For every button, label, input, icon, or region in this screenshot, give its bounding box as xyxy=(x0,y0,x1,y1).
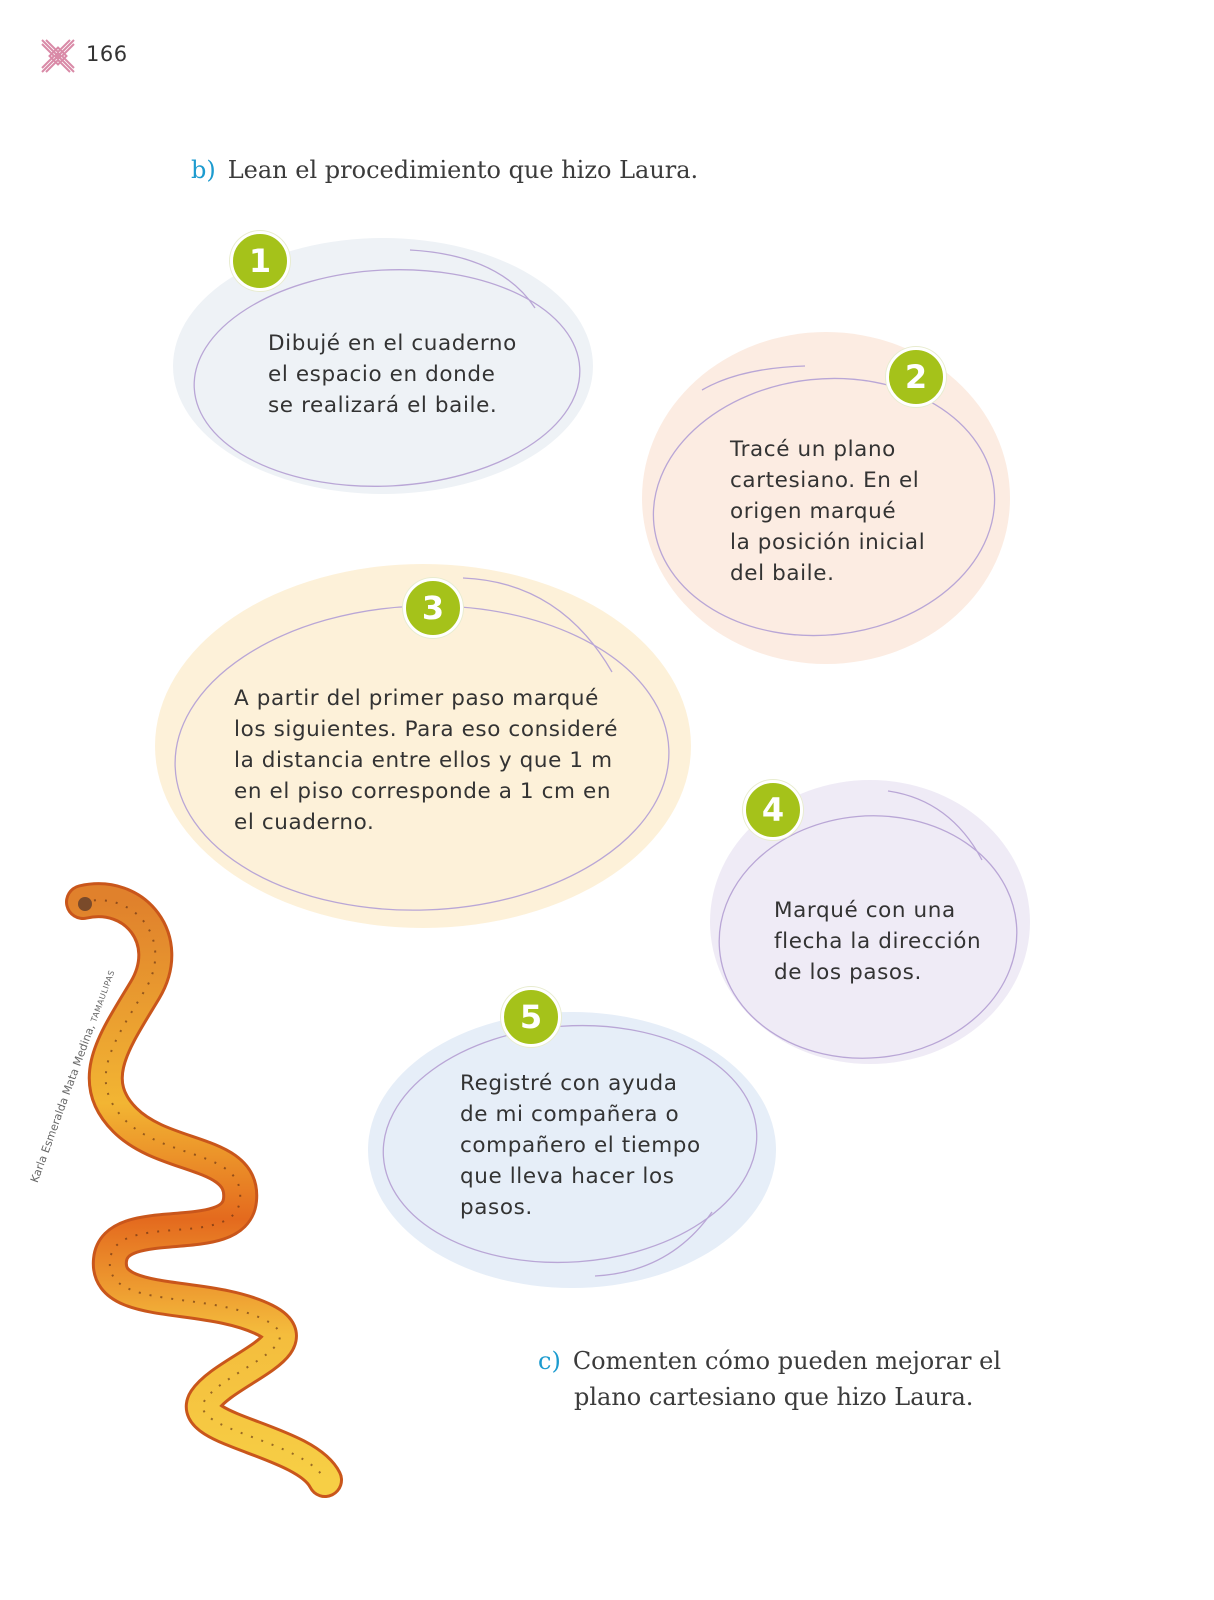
bubble-4-shape xyxy=(710,780,1030,1064)
pattern-logo-icon xyxy=(41,39,75,73)
page-number: 166 xyxy=(86,42,128,66)
step-3-text: A partir del primer paso marqué los sigu… xyxy=(234,686,619,835)
measuring-tape-illustration xyxy=(65,882,343,1498)
instruction-b-letter: b) xyxy=(191,156,216,184)
bubble-1-shape xyxy=(173,238,593,494)
step-4-text: Marqué con una flecha la dirección de lo… xyxy=(774,898,982,985)
step-5-badge: 5 xyxy=(501,987,561,1047)
step-5-text: Registré con ayuda de mi compañera o com… xyxy=(460,1071,701,1220)
instruction-c-line1: Comenten cómo pueden mejorar el xyxy=(572,1347,1001,1375)
step-3-badge: 3 xyxy=(403,578,463,638)
instruction-c-letter: c) xyxy=(538,1347,561,1375)
step-2-badge: 2 xyxy=(886,347,946,407)
instruction-b: b) Lean el procedimiento que hizo Laura. xyxy=(191,152,698,188)
bubble-5-shape xyxy=(368,1012,776,1288)
instruction-b-text: Lean el procedimiento que hizo Laura. xyxy=(227,156,699,184)
instruction-c: c) Comenten cómo pueden mejorar el plano … xyxy=(538,1343,1001,1415)
bubble-2-shape xyxy=(642,332,1010,664)
step-4-badge: 4 xyxy=(743,780,803,840)
instruction-c-line2: plano cartesiano que hizo Laura. xyxy=(574,1383,974,1411)
step-1-text: Dibujé en el cuaderno el espacio en dond… xyxy=(268,331,517,418)
step-1-badge: 1 xyxy=(230,231,290,291)
step-2-text: Tracé un plano cartesiano. En el origen … xyxy=(730,437,926,586)
